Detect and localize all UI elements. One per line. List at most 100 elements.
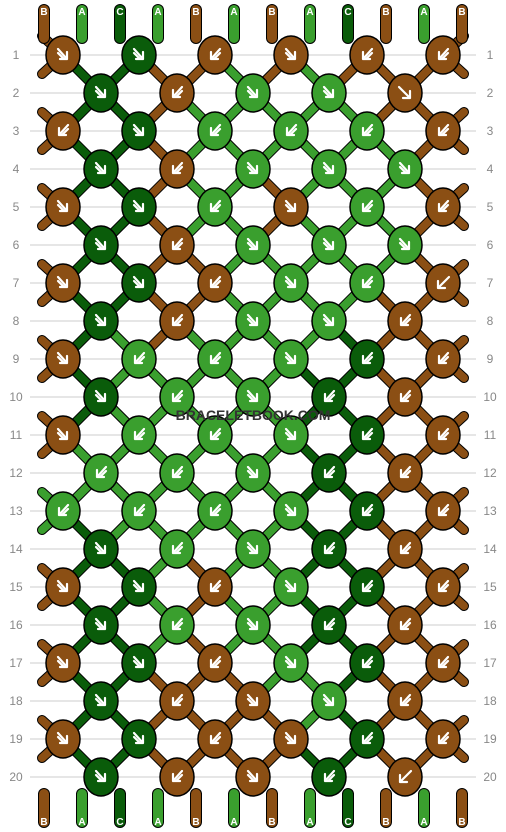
knot (349, 339, 385, 379)
knot-direction-arrow-icon (57, 123, 70, 137)
knot-direction-arrow-icon (171, 465, 184, 479)
knot-direction-arrow-icon (322, 161, 335, 175)
knot (273, 415, 309, 455)
knot-direction-arrow-icon (437, 503, 450, 517)
row-number-right: 14 (483, 542, 497, 556)
knot (425, 643, 461, 683)
knot-direction-arrow-icon (284, 275, 297, 289)
row-number-right: 19 (483, 732, 497, 746)
knot-direction-arrow-icon (171, 237, 184, 251)
knot-direction-arrow-icon (56, 579, 69, 593)
row-number-right: 2 (487, 86, 494, 100)
knot-direction-arrow-icon (322, 85, 335, 99)
row-number-left: 13 (9, 504, 23, 518)
knot-direction-arrow-icon (132, 199, 145, 213)
knot (159, 681, 195, 721)
knot-direction-arrow-icon (322, 313, 335, 327)
knot (83, 453, 119, 493)
knot (45, 415, 81, 455)
knot (235, 225, 271, 265)
strand-label: A (78, 817, 85, 828)
knot (311, 225, 347, 265)
strand-label: A (420, 7, 427, 18)
knot-direction-arrow-icon (132, 655, 145, 669)
knot-direction-arrow-icon (171, 693, 184, 707)
row-number-left: 10 (9, 390, 23, 404)
strand-label: A (154, 7, 161, 18)
knot (387, 605, 423, 645)
knot-direction-arrow-icon (209, 579, 222, 593)
knot (273, 643, 309, 683)
knot-direction-arrow-icon (132, 123, 145, 137)
knot (121, 415, 157, 455)
knot-grid (45, 35, 461, 797)
knot (159, 529, 195, 569)
knot-direction-arrow-icon (246, 693, 259, 707)
knot-direction-arrow-icon (246, 769, 259, 783)
knot (235, 681, 271, 721)
knot-direction-arrow-icon (132, 275, 145, 289)
knot-direction-arrow-icon (437, 579, 450, 593)
knot-direction-arrow-icon (94, 541, 107, 555)
knot-direction-arrow-icon (171, 161, 184, 175)
strand-label: B (40, 7, 47, 18)
knot-direction-arrow-icon (246, 85, 259, 99)
knot-direction-arrow-icon (322, 693, 335, 707)
knot-direction-arrow-icon (437, 199, 450, 213)
knot (197, 339, 233, 379)
knot-direction-arrow-icon (246, 313, 259, 327)
knot (425, 415, 461, 455)
knot (425, 187, 461, 227)
strand-label: B (268, 817, 275, 828)
strand-label: A (306, 7, 313, 18)
knot (387, 301, 423, 341)
knot (273, 339, 309, 379)
knot-direction-arrow-icon (437, 731, 450, 745)
knot (349, 263, 385, 303)
knot (349, 491, 385, 531)
knot-direction-arrow-icon (284, 427, 297, 441)
knot (159, 225, 195, 265)
knot (311, 149, 347, 189)
knot (311, 73, 347, 113)
knot (45, 35, 81, 75)
knot-direction-arrow-icon (57, 503, 70, 517)
knot (349, 643, 385, 683)
strand-label: A (78, 7, 85, 18)
row-number-left: 12 (9, 466, 23, 480)
knot-direction-arrow-icon (399, 313, 412, 327)
knot (197, 567, 233, 607)
knot-direction-arrow-icon (284, 731, 297, 745)
knot-direction-arrow-icon (94, 313, 107, 327)
row-number-right: 8 (487, 314, 494, 328)
knot (45, 339, 81, 379)
row-number-right: 3 (487, 124, 494, 138)
knot-direction-arrow-icon (361, 47, 374, 61)
knot (159, 377, 195, 417)
strand-label: B (192, 7, 199, 18)
knot (311, 605, 347, 645)
knot (121, 491, 157, 531)
knot (83, 757, 119, 797)
knot (45, 643, 81, 683)
knot-direction-arrow-icon (94, 693, 107, 707)
knot-direction-arrow-icon (246, 541, 259, 555)
knot (425, 567, 461, 607)
knot-direction-arrow-icon (246, 161, 259, 175)
knot-direction-arrow-icon (437, 427, 450, 441)
knot (235, 757, 271, 797)
knot (425, 35, 461, 75)
knot (311, 529, 347, 569)
row-number-right: 17 (483, 656, 497, 670)
row-number-left: 7 (13, 276, 20, 290)
knot (235, 73, 271, 113)
knot-direction-arrow-icon (171, 85, 184, 99)
knot-direction-arrow-icon (284, 579, 297, 593)
knot-direction-arrow-icon (171, 541, 184, 555)
knot (349, 415, 385, 455)
knot (197, 719, 233, 759)
knot (159, 757, 195, 797)
row-number-left: 9 (13, 352, 20, 366)
knot-direction-arrow-icon (323, 617, 336, 631)
